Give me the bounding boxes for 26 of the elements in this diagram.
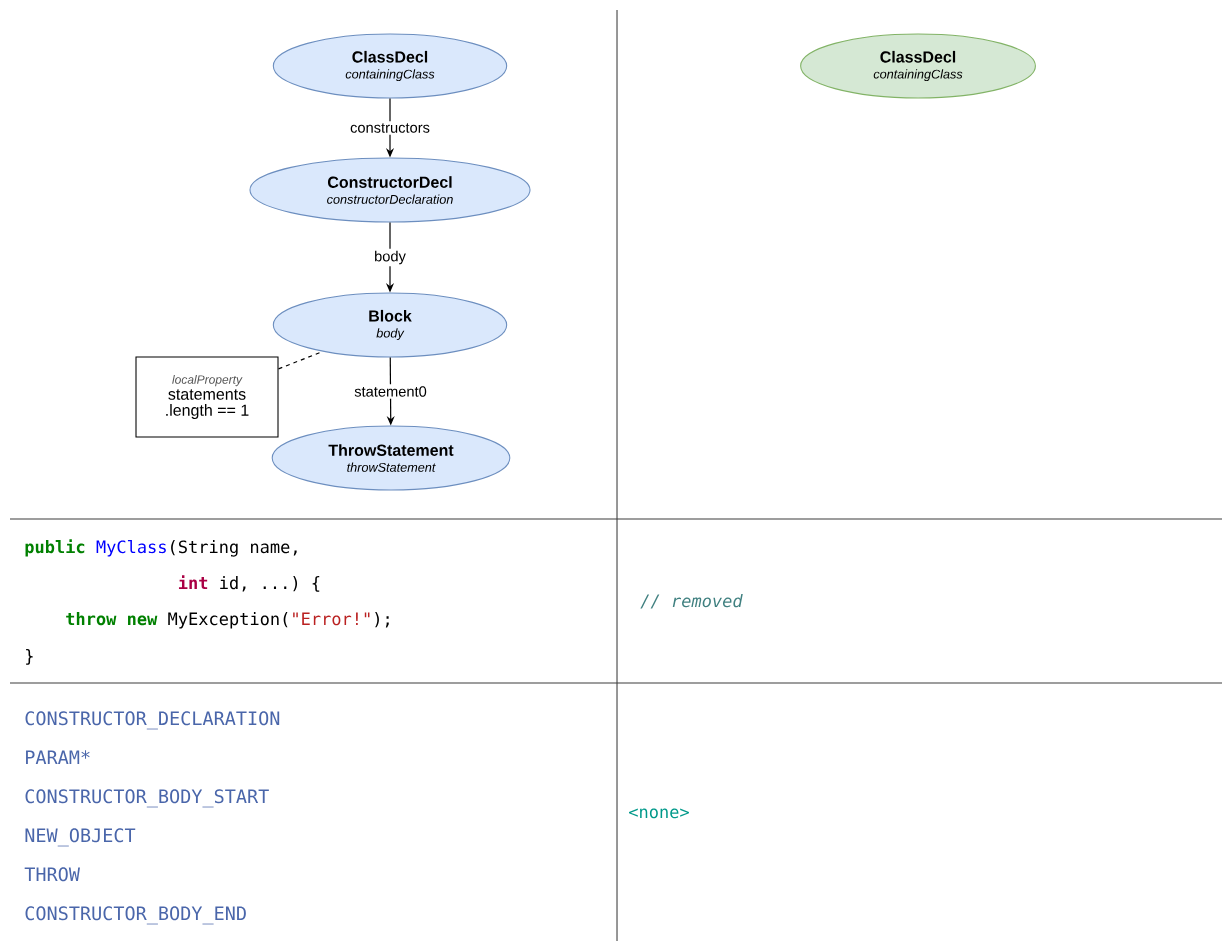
edge-label: body [372,248,408,267]
label: MyException( [168,612,288,629]
event-name: CONSTRUCTOR_DECLARATION [25,711,280,730]
event-name: CONSTRUCTOR_BODY_START [25,789,269,808]
code-line: } [26,649,33,665]
event-name: CONSTRUCTOR_BODY_END [25,906,246,925]
event-name: PARAM* [26,750,90,764]
event-name: NEW_OBJECT [25,828,136,847]
ellipse-node: ThrowStatement throwStatement [271,425,511,491]
ellipse-node: ClassDecl containingClass [800,33,1036,99]
ellipse-node: ClassDecl containingClass [272,33,508,99]
label: "Error!" [293,612,370,626]
event-name: THROW [24,867,80,882]
label: new [128,615,158,626]
code-line: public MyClass (String name, [25,539,297,557]
edge-label: statement0 [352,384,429,399]
code-line: int id, ...) { [178,575,320,592]
note-box: localProperty statements .length == 1 [135,356,279,438]
ellipse-node: Block body [272,292,508,358]
edge-label: constructors [348,121,432,135]
ellipse-node: ConstructorDecl constructorDeclaration [249,157,531,223]
placeholder-text: <none> [629,808,689,819]
code-line: throw new MyException( "Error!" ); [66,612,389,629]
label: ); [375,612,389,628]
code-comment: // removed [640,594,743,609]
label: throw [66,612,117,626]
